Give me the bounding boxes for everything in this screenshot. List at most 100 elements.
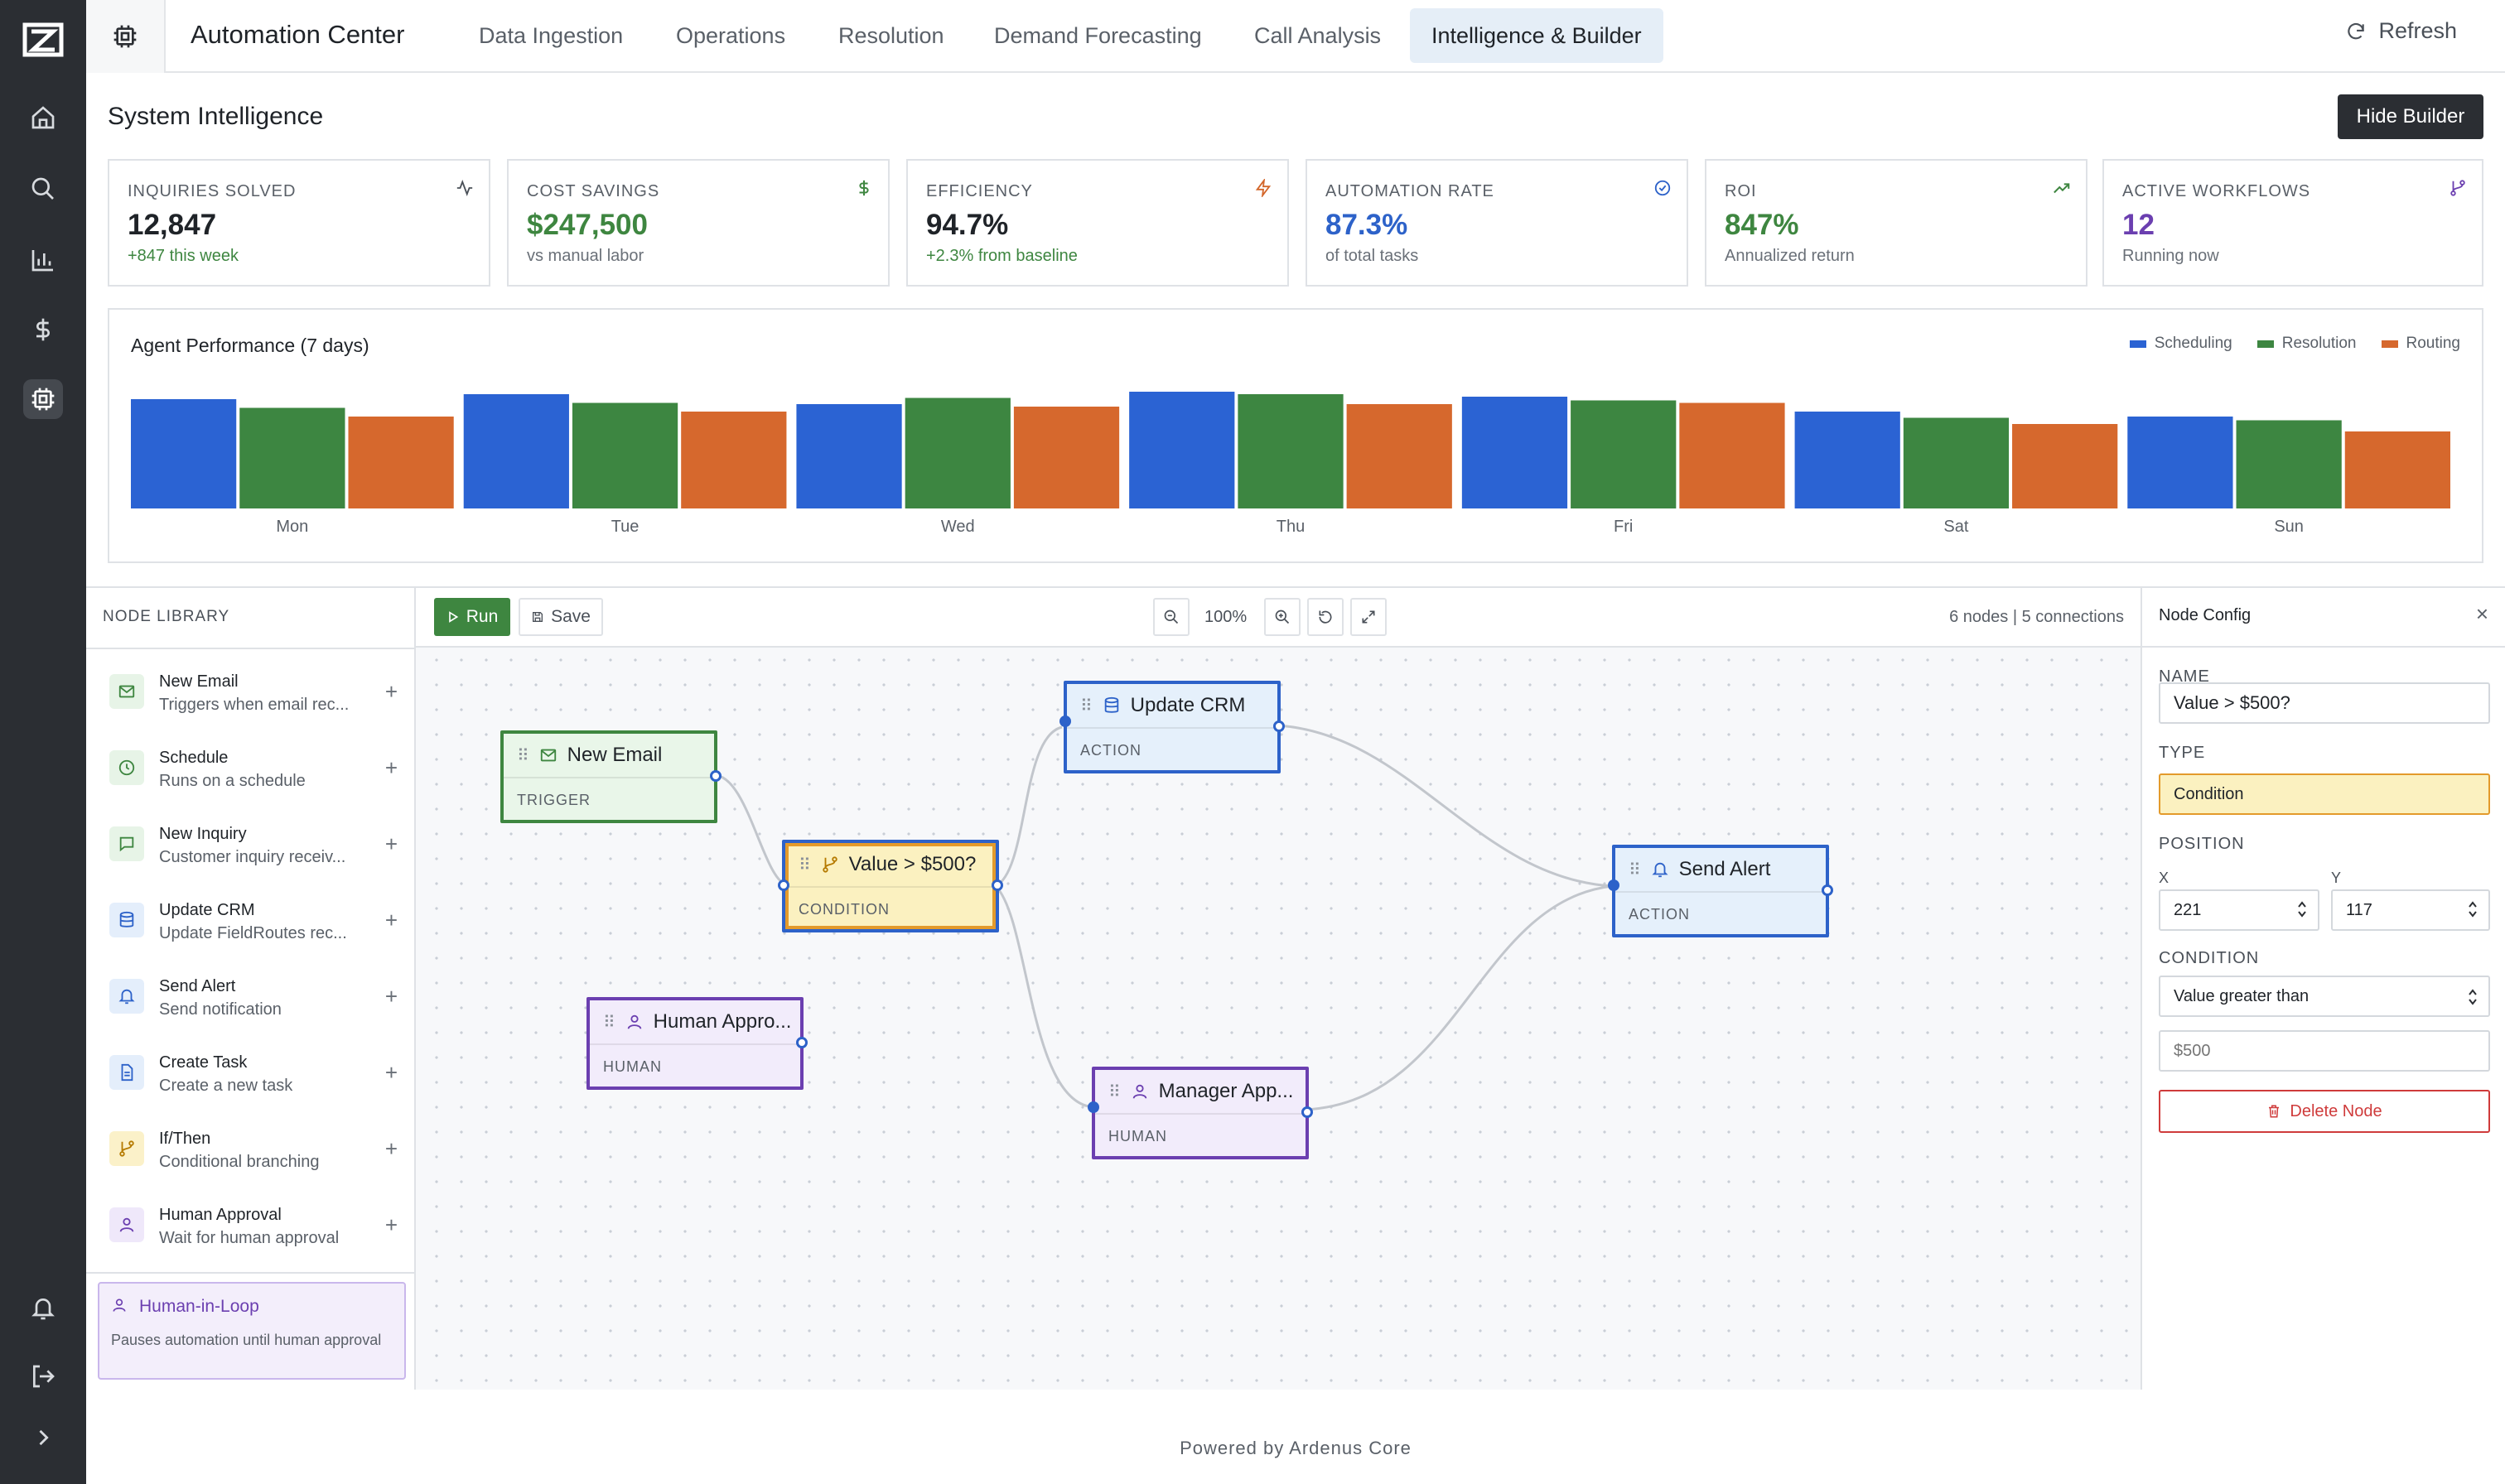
- chart-legend: Scheduling Resolution Routing: [2129, 335, 2460, 353]
- drag-handle-icon[interactable]: ⠿: [1629, 860, 1641, 879]
- stepper-icon[interactable]: [2467, 899, 2478, 919]
- output-port[interactable]: [710, 770, 722, 782]
- tab-intelligence-builder[interactable]: Intelligence & Builder: [1410, 8, 1663, 63]
- output-port[interactable]: [1273, 720, 1285, 732]
- bar-chart-icon[interactable]: [23, 240, 63, 280]
- tab-data-ingestion[interactable]: Data Ingestion: [479, 22, 624, 48]
- add-icon[interactable]: +: [384, 1136, 398, 1161]
- metric-sub: Running now: [2122, 247, 2219, 265]
- hil-desc: Pauses automation until human approval: [111, 1332, 382, 1348]
- tab-call-analysis[interactable]: Call Analysis: [1254, 22, 1382, 48]
- output-port[interactable]: [992, 879, 1003, 891]
- output-port[interactable]: [796, 1037, 808, 1048]
- x-position-input[interactable]: 221: [2159, 889, 2319, 931]
- condition-select[interactable]: Value greater than: [2159, 976, 2490, 1017]
- metric-value: 94.7%: [926, 209, 1009, 241]
- output-port[interactable]: [1301, 1106, 1313, 1118]
- workflow-node-update-crm[interactable]: ⠿Update CRM ACTION: [1059, 681, 1285, 773]
- workflow-node-new-email[interactable]: ⠿New Email TRIGGER: [500, 730, 722, 823]
- bar-scheduling-sat: [1794, 412, 1900, 508]
- stepper-icon[interactable]: [2296, 899, 2308, 919]
- delete-node-button[interactable]: Delete Node: [2159, 1090, 2490, 1133]
- name-label: NAME: [2159, 667, 2210, 686]
- dollar-icon[interactable]: [23, 310, 63, 349]
- zoom-in-button[interactable]: [1264, 598, 1301, 636]
- input-port[interactable]: [1059, 716, 1071, 727]
- refresh-label: Refresh: [2378, 18, 2457, 43]
- output-port[interactable]: [1822, 884, 1833, 896]
- condition-label: CONDITION: [2159, 949, 2260, 967]
- close-icon[interactable]: ×: [2475, 601, 2488, 626]
- zoom-out-button[interactable]: [1153, 598, 1190, 636]
- add-icon[interactable]: +: [384, 1212, 398, 1237]
- metric-label: AUTOMATION RATE: [1325, 182, 1494, 200]
- tab-demand-forecasting[interactable]: Demand Forecasting: [994, 22, 1202, 48]
- refresh-button[interactable]: Refresh: [2345, 18, 2457, 44]
- add-icon[interactable]: +: [384, 831, 398, 856]
- add-icon[interactable]: +: [384, 755, 398, 780]
- node-library-title: NODE LIBRARY: [103, 608, 230, 625]
- metric-label: ACTIVE WORKFLOWS: [2122, 182, 2311, 200]
- canvas-toolbar: Run Save 100% 6 nodes | 5 connections: [416, 588, 2141, 648]
- y-position-input[interactable]: 117: [2331, 889, 2490, 931]
- zoom-out-icon: [1164, 610, 1179, 624]
- library-item-new-inquiry[interactable]: New Inquiry Customer inquiry receiv... +: [104, 815, 404, 881]
- tab-operations[interactable]: Operations: [676, 22, 786, 48]
- workflow-node-value-condition-selected[interactable]: ⠿Value > $500? CONDITION: [778, 840, 1003, 932]
- workflow-node-human-approval[interactable]: ⠿Human Appro... HUMAN: [586, 997, 808, 1090]
- library-item-desc: Customer inquiry receiv...: [159, 848, 346, 866]
- library-item-update-crm[interactable]: Update CRM Update FieldRoutes rec... +: [104, 891, 404, 957]
- cpu-icon[interactable]: [23, 379, 63, 419]
- reset-view-button[interactable]: [1307, 598, 1344, 636]
- drag-handle-icon[interactable]: ⠿: [1080, 696, 1093, 716]
- library-item-schedule[interactable]: Schedule Runs on a schedule +: [104, 739, 404, 805]
- input-port[interactable]: [1608, 879, 1619, 891]
- drag-handle-icon[interactable]: ⠿: [517, 746, 529, 765]
- drag-handle-icon[interactable]: ⠿: [1108, 1082, 1121, 1101]
- add-icon[interactable]: +: [384, 908, 398, 932]
- play-icon: [448, 611, 458, 623]
- tab-resolution[interactable]: Resolution: [838, 22, 944, 48]
- library-item-if-then[interactable]: If/Then Conditional branching +: [104, 1120, 404, 1186]
- add-icon[interactable]: +: [384, 679, 398, 704]
- drag-handle-icon[interactable]: ⠿: [799, 855, 811, 874]
- workflow-node-send-alert[interactable]: ⠿Send Alert ACTION: [1608, 845, 1833, 937]
- user-icon: [111, 1297, 128, 1313]
- run-label: Run: [466, 607, 499, 626]
- legend-item-resolution: Resolution: [2256, 335, 2357, 353]
- hide-builder-button[interactable]: Hide Builder: [2338, 94, 2483, 139]
- input-port[interactable]: [778, 879, 789, 891]
- save-icon: [533, 612, 543, 622]
- file-icon: [109, 1055, 144, 1090]
- library-item-desc: Update FieldRoutes rec...: [159, 924, 347, 942]
- search-icon[interactable]: [23, 169, 63, 209]
- logout-icon[interactable]: [23, 1356, 63, 1396]
- fullscreen-button[interactable]: [1350, 598, 1387, 636]
- bar-routing-sun: [2344, 431, 2450, 508]
- connection-edge: [713, 773, 786, 886]
- add-icon[interactable]: +: [384, 1060, 398, 1085]
- add-icon[interactable]: +: [384, 984, 398, 1009]
- chevron-right-icon[interactable]: [23, 1418, 63, 1458]
- drag-handle-icon[interactable]: ⠿: [603, 1013, 615, 1032]
- input-port[interactable]: [1088, 1101, 1099, 1113]
- run-button[interactable]: Run: [434, 598, 510, 636]
- library-item-send-alert[interactable]: Send Alert Send notification +: [104, 967, 404, 1034]
- bell-icon[interactable]: [23, 1289, 63, 1328]
- bar-scheduling-mon: [131, 399, 237, 508]
- metric-label: COST SAVINGS: [527, 182, 660, 200]
- node-title: Human Appro...: [653, 1010, 792, 1033]
- workflow-node-manager-approval[interactable]: ⠿Manager App... HUMAN: [1088, 1067, 1313, 1159]
- library-item-human-approval[interactable]: Human Approval Wait for human approval +: [104, 1196, 404, 1262]
- save-button[interactable]: Save: [519, 598, 603, 636]
- workflow-canvas[interactable]: Run Save 100% 6 nodes | 5 connections ⠿N…: [416, 586, 2141, 1390]
- logo[interactable]: [22, 22, 65, 58]
- bell-icon: [1652, 862, 1668, 878]
- name-input[interactable]: Value > $500?: [2159, 682, 2490, 724]
- home-icon[interactable]: [23, 98, 63, 137]
- threshold-input[interactable]: [2159, 1030, 2490, 1072]
- library-item-create-task[interactable]: Create Task Create a new task +: [104, 1043, 404, 1110]
- chart-title: Agent Performance (7 days): [131, 335, 369, 356]
- library-item-new-email[interactable]: New Email Triggers when email rec... +: [104, 662, 404, 729]
